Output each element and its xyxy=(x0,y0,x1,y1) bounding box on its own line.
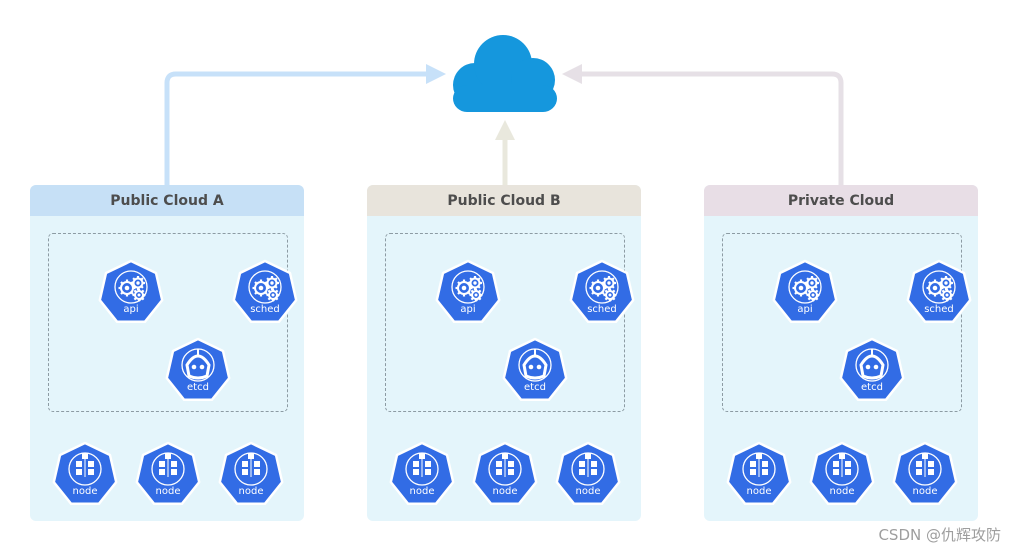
gear-cluster-icon xyxy=(435,259,501,324)
gear-cluster-icon xyxy=(569,259,635,324)
control-plane-etcd: etcd xyxy=(500,335,570,405)
component-label: node xyxy=(746,486,772,497)
cloud-panel-public-cloud-b: Public Cloud B api sched etcd node xyxy=(367,185,641,521)
control-plane-box xyxy=(48,233,288,412)
worker-node: node xyxy=(470,439,540,509)
panel-title: Public Cloud B xyxy=(367,185,641,216)
worker-node: node xyxy=(553,439,623,509)
worker-node: node xyxy=(50,439,120,509)
etcd-icon xyxy=(839,337,905,402)
gear-cluster-icon xyxy=(98,259,164,324)
arrowhead-private-cloud xyxy=(562,64,582,84)
node-cubes-icon xyxy=(135,441,201,506)
node-cubes-icon xyxy=(52,441,118,506)
component-label: api xyxy=(123,304,139,315)
component-label: node xyxy=(492,486,518,497)
control-plane-etcd: etcd xyxy=(163,335,233,405)
node-cubes-icon xyxy=(555,441,621,506)
gear-cluster-icon xyxy=(772,259,838,324)
cloud-icon xyxy=(453,35,557,112)
watermark: CSDN @仇辉攻防 xyxy=(878,526,1001,544)
gear-cluster-icon xyxy=(906,259,972,324)
cloud-panel-private-cloud: Private Cloud api sched etcd node xyxy=(704,185,978,521)
component-label: node xyxy=(72,486,98,497)
worker-node: node xyxy=(387,439,457,509)
node-cubes-icon xyxy=(809,441,875,506)
component-label: api xyxy=(797,304,813,315)
control-plane-sched: sched xyxy=(904,257,974,327)
component-label: node xyxy=(155,486,181,497)
component-label: node xyxy=(409,486,435,497)
arrow-public-cloud-a xyxy=(164,71,430,186)
worker-node: node xyxy=(807,439,877,509)
control-plane-api: api xyxy=(770,257,840,327)
cloud-panel-public-cloud-a: Public Cloud A api sched etcd node xyxy=(30,185,304,521)
worker-node: node xyxy=(133,439,203,509)
component-label: node xyxy=(829,486,855,497)
worker-node: node xyxy=(890,439,960,509)
etcd-icon xyxy=(165,337,231,402)
worker-node: node xyxy=(216,439,286,509)
node-cubes-icon xyxy=(472,441,538,506)
arrow-private-cloud xyxy=(580,71,844,186)
node-cubes-icon xyxy=(892,441,958,506)
control-plane-sched: sched xyxy=(567,257,637,327)
arrowhead-public-cloud-a xyxy=(426,64,446,84)
component-label: node xyxy=(238,486,264,497)
control-plane-api: api xyxy=(433,257,503,327)
control-plane-box xyxy=(722,233,962,412)
etcd-icon xyxy=(502,337,568,402)
node-cubes-icon xyxy=(218,441,284,506)
component-label: sched xyxy=(924,304,954,315)
panel-title: Public Cloud A xyxy=(30,185,304,216)
control-plane-sched: sched xyxy=(230,257,300,327)
component-label: node xyxy=(912,486,938,497)
panel-title: Private Cloud xyxy=(704,185,978,216)
component-label: etcd xyxy=(524,382,546,393)
component-label: etcd xyxy=(861,382,883,393)
component-label: sched xyxy=(587,304,617,315)
component-label: api xyxy=(460,304,476,315)
node-cubes-icon xyxy=(726,441,792,506)
gear-cluster-icon xyxy=(232,259,298,324)
worker-node: node xyxy=(724,439,794,509)
component-label: node xyxy=(575,486,601,497)
component-label: sched xyxy=(250,304,280,315)
control-plane-api: api xyxy=(96,257,166,327)
control-plane-etcd: etcd xyxy=(837,335,907,405)
node-cubes-icon xyxy=(389,441,455,506)
component-label: etcd xyxy=(187,382,209,393)
control-plane-box xyxy=(385,233,625,412)
arrowhead-public-cloud-b xyxy=(495,120,515,140)
